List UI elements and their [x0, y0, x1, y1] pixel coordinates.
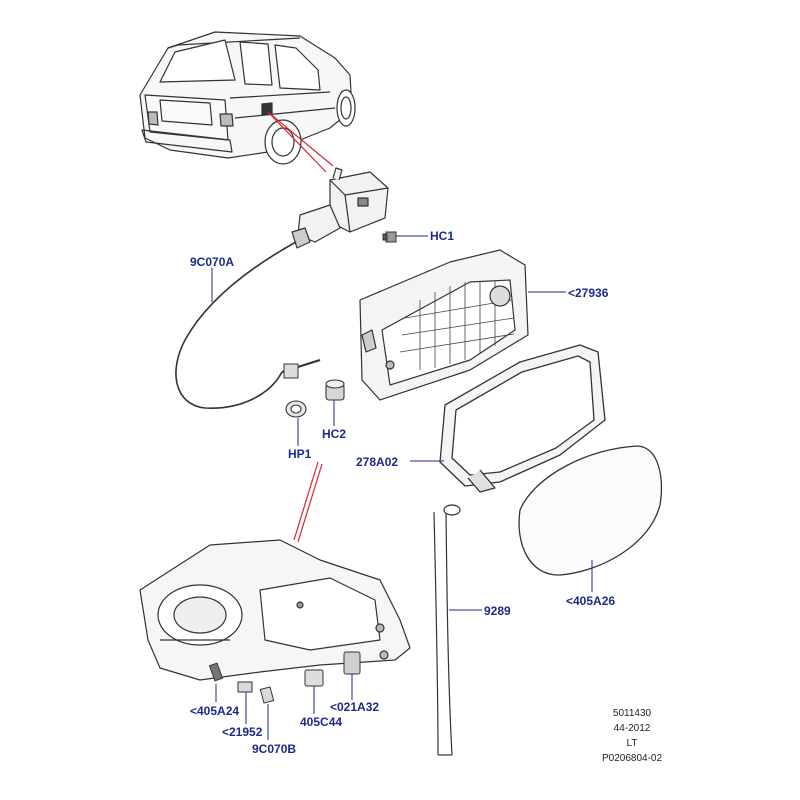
- vehicle-illustration: [139, 31, 356, 165]
- callout-27936[interactable]: <27936: [568, 286, 609, 300]
- callout-9c070a[interactable]: 9C070A: [190, 255, 235, 269]
- callout-021a32[interactable]: <021A32: [330, 700, 380, 714]
- callout-hc2[interactable]: HC2: [322, 427, 347, 441]
- lower-small-parts: [208, 651, 361, 704]
- callout-hp1[interactable]: HP1: [288, 447, 312, 461]
- fuel-door-housing: [359, 249, 529, 401]
- callout-9c070b[interactable]: 9C070B: [252, 742, 297, 756]
- callout-405a26[interactable]: <405A26: [566, 594, 616, 608]
- drain-hose: [433, 504, 461, 756]
- callout-405a24[interactable]: <405A24: [190, 704, 240, 718]
- fuel-flap-panel: [518, 445, 663, 576]
- callout-405c44[interactable]: 405C44: [300, 715, 343, 729]
- filler-mounting-bracket: [139, 539, 411, 681]
- callout-21952[interactable]: <21952: [222, 725, 263, 739]
- hc1-clip-part: [382, 231, 397, 243]
- ref-drawing-number: P0206804-02: [601, 753, 663, 764]
- ref-number: 5011430: [612, 708, 652, 719]
- release-cable: [175, 241, 321, 409]
- callout-leader-lines: [211, 235, 593, 740]
- fuel-door-gasket: [439, 344, 606, 493]
- ref-date: 44-2012: [613, 723, 651, 734]
- fuel-door-actuator: [291, 167, 389, 249]
- location-indicator-lines: [267, 111, 334, 543]
- callout-9289[interactable]: 9289: [484, 604, 511, 618]
- callout-hc1[interactable]: HC1: [430, 229, 455, 243]
- hp1-grommet-part: [285, 400, 307, 418]
- callout-278a02[interactable]: 278A02: [356, 455, 399, 469]
- ref-code: LT: [626, 738, 638, 749]
- hc2-cap-part: [325, 379, 345, 401]
